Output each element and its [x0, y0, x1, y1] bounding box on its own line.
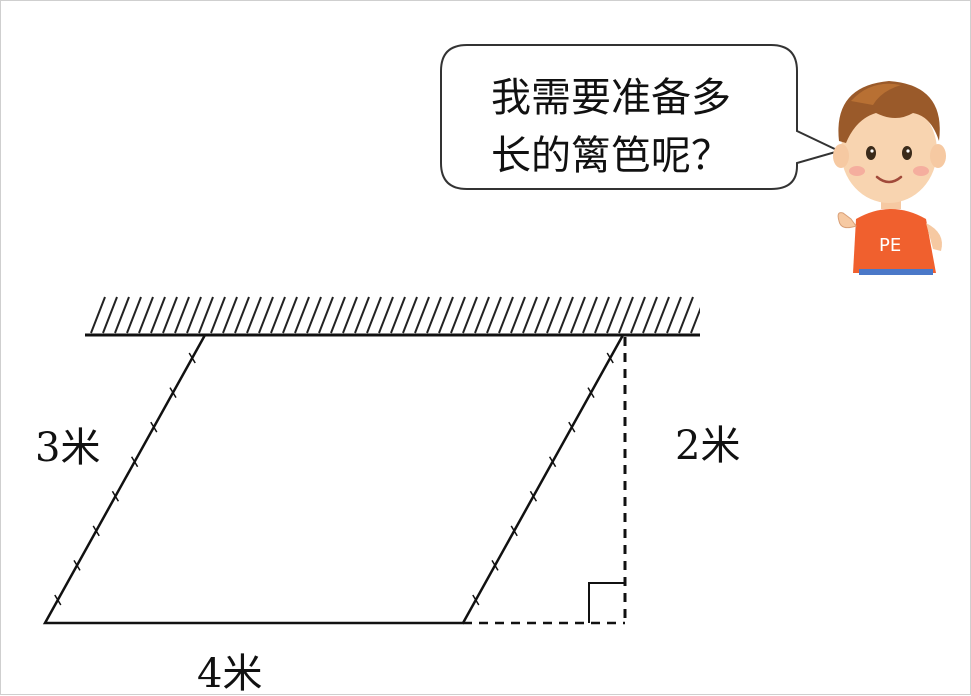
fence-tick [529, 490, 538, 502]
wall-hatch-stroke [558, 296, 574, 334]
wall-hatch-stroke [294, 296, 310, 334]
speech-bubble: 我需要准备多 长的篱笆呢？ [440, 44, 842, 190]
fence-tick [54, 594, 62, 606]
wall-hatch-stroke [246, 296, 262, 334]
wall-hatch-stroke [606, 296, 622, 334]
fence-tick [130, 456, 139, 468]
fence-tick [111, 490, 120, 502]
boy-character-icon: PE [833, 81, 946, 275]
fence-tick [188, 352, 196, 364]
wall-hatch-stroke [162, 296, 178, 334]
parallelogram-fence [42, 334, 625, 625]
wall-hatch-stroke [582, 296, 598, 334]
bubble-line-1: 我需要准备多 [491, 75, 731, 121]
wall-hatch-stroke [678, 296, 694, 334]
height-marker [463, 337, 627, 625]
wall-hatch-stroke [630, 296, 646, 334]
wall-hatch-stroke [270, 296, 286, 334]
fence-tick [548, 456, 557, 468]
left-side-label: 3米 [35, 425, 100, 471]
wall-hatch-stroke [534, 296, 550, 334]
wall-hatch-stroke [258, 296, 274, 334]
fence-tick [587, 387, 595, 398]
wall-hatch-stroke [438, 296, 454, 334]
wall-hatch-stroke [210, 296, 226, 334]
fence-tick [510, 525, 518, 537]
fence-outline [42, 334, 625, 625]
wall-hatch-stroke [594, 296, 610, 334]
wall-hatch-stroke [522, 296, 538, 334]
wall-hatch-stroke [90, 296, 106, 334]
wall-hatch-stroke [366, 296, 382, 334]
wall-hatch-stroke [450, 296, 466, 334]
wall-hatch-stroke [618, 296, 634, 334]
wall-hatch-stroke [126, 296, 142, 334]
fence-tick [472, 594, 480, 606]
bubble-line-2: 长的篱笆呢？ [491, 133, 731, 179]
wall-hatch-stroke [462, 296, 478, 334]
wall-hatch-stroke [378, 296, 394, 334]
fence-tick [92, 525, 100, 537]
wall-hatch-stroke [426, 296, 442, 334]
wall-hatch-stroke [306, 296, 322, 334]
fence-tick [491, 560, 499, 571]
fence-tick [73, 560, 81, 571]
wall-hatch-stroke [354, 296, 370, 334]
wall-hatch-stroke [642, 296, 658, 334]
wall-hatch [90, 296, 717, 334]
wall-hatch-stroke [654, 296, 670, 334]
wall-hatch-stroke [330, 296, 346, 334]
wall-hatch-stroke [414, 296, 430, 334]
wall-hatch-stroke [138, 296, 154, 334]
height-label: 2米 [675, 423, 740, 469]
fence-tick [568, 421, 576, 433]
wall-hatch-stroke [390, 296, 406, 334]
wall-hatch-stroke [570, 296, 586, 334]
shirt-text: PE [879, 235, 901, 256]
wall-hatch-stroke [402, 296, 418, 334]
wall-hatch-stroke [198, 296, 214, 334]
wall-hatch-stroke [498, 296, 514, 334]
wall-hatch-stroke [102, 296, 118, 334]
wall-hatch-stroke [342, 296, 358, 334]
wall [85, 296, 717, 337]
wall-hatch-stroke [510, 296, 526, 334]
right-angle-mark [588, 582, 625, 623]
wall-hatch-stroke [222, 296, 238, 334]
wall-hatch-stroke [318, 296, 334, 334]
wall-hatch-stroke [174, 296, 190, 334]
fence-tick [606, 352, 614, 364]
wall-hatch-stroke [234, 296, 250, 334]
wall-hatch-stroke [474, 296, 490, 334]
fence-ticks [54, 352, 614, 606]
wall-hatch-stroke [486, 296, 502, 334]
wall-hatch-stroke [186, 296, 202, 334]
fence-tick [150, 421, 158, 433]
wall-hatch-stroke [282, 296, 298, 334]
wall-hatch-stroke [703, 297, 717, 333]
wall-hatch-stroke [546, 296, 562, 334]
wall-hatch-stroke [666, 296, 682, 334]
base-label: 4米 [197, 651, 262, 696]
wall-hatch-stroke [150, 296, 166, 334]
wall-hatch-stroke [114, 296, 130, 334]
fence-tick [169, 387, 177, 398]
wall-hatch-stroke [690, 307, 700, 334]
